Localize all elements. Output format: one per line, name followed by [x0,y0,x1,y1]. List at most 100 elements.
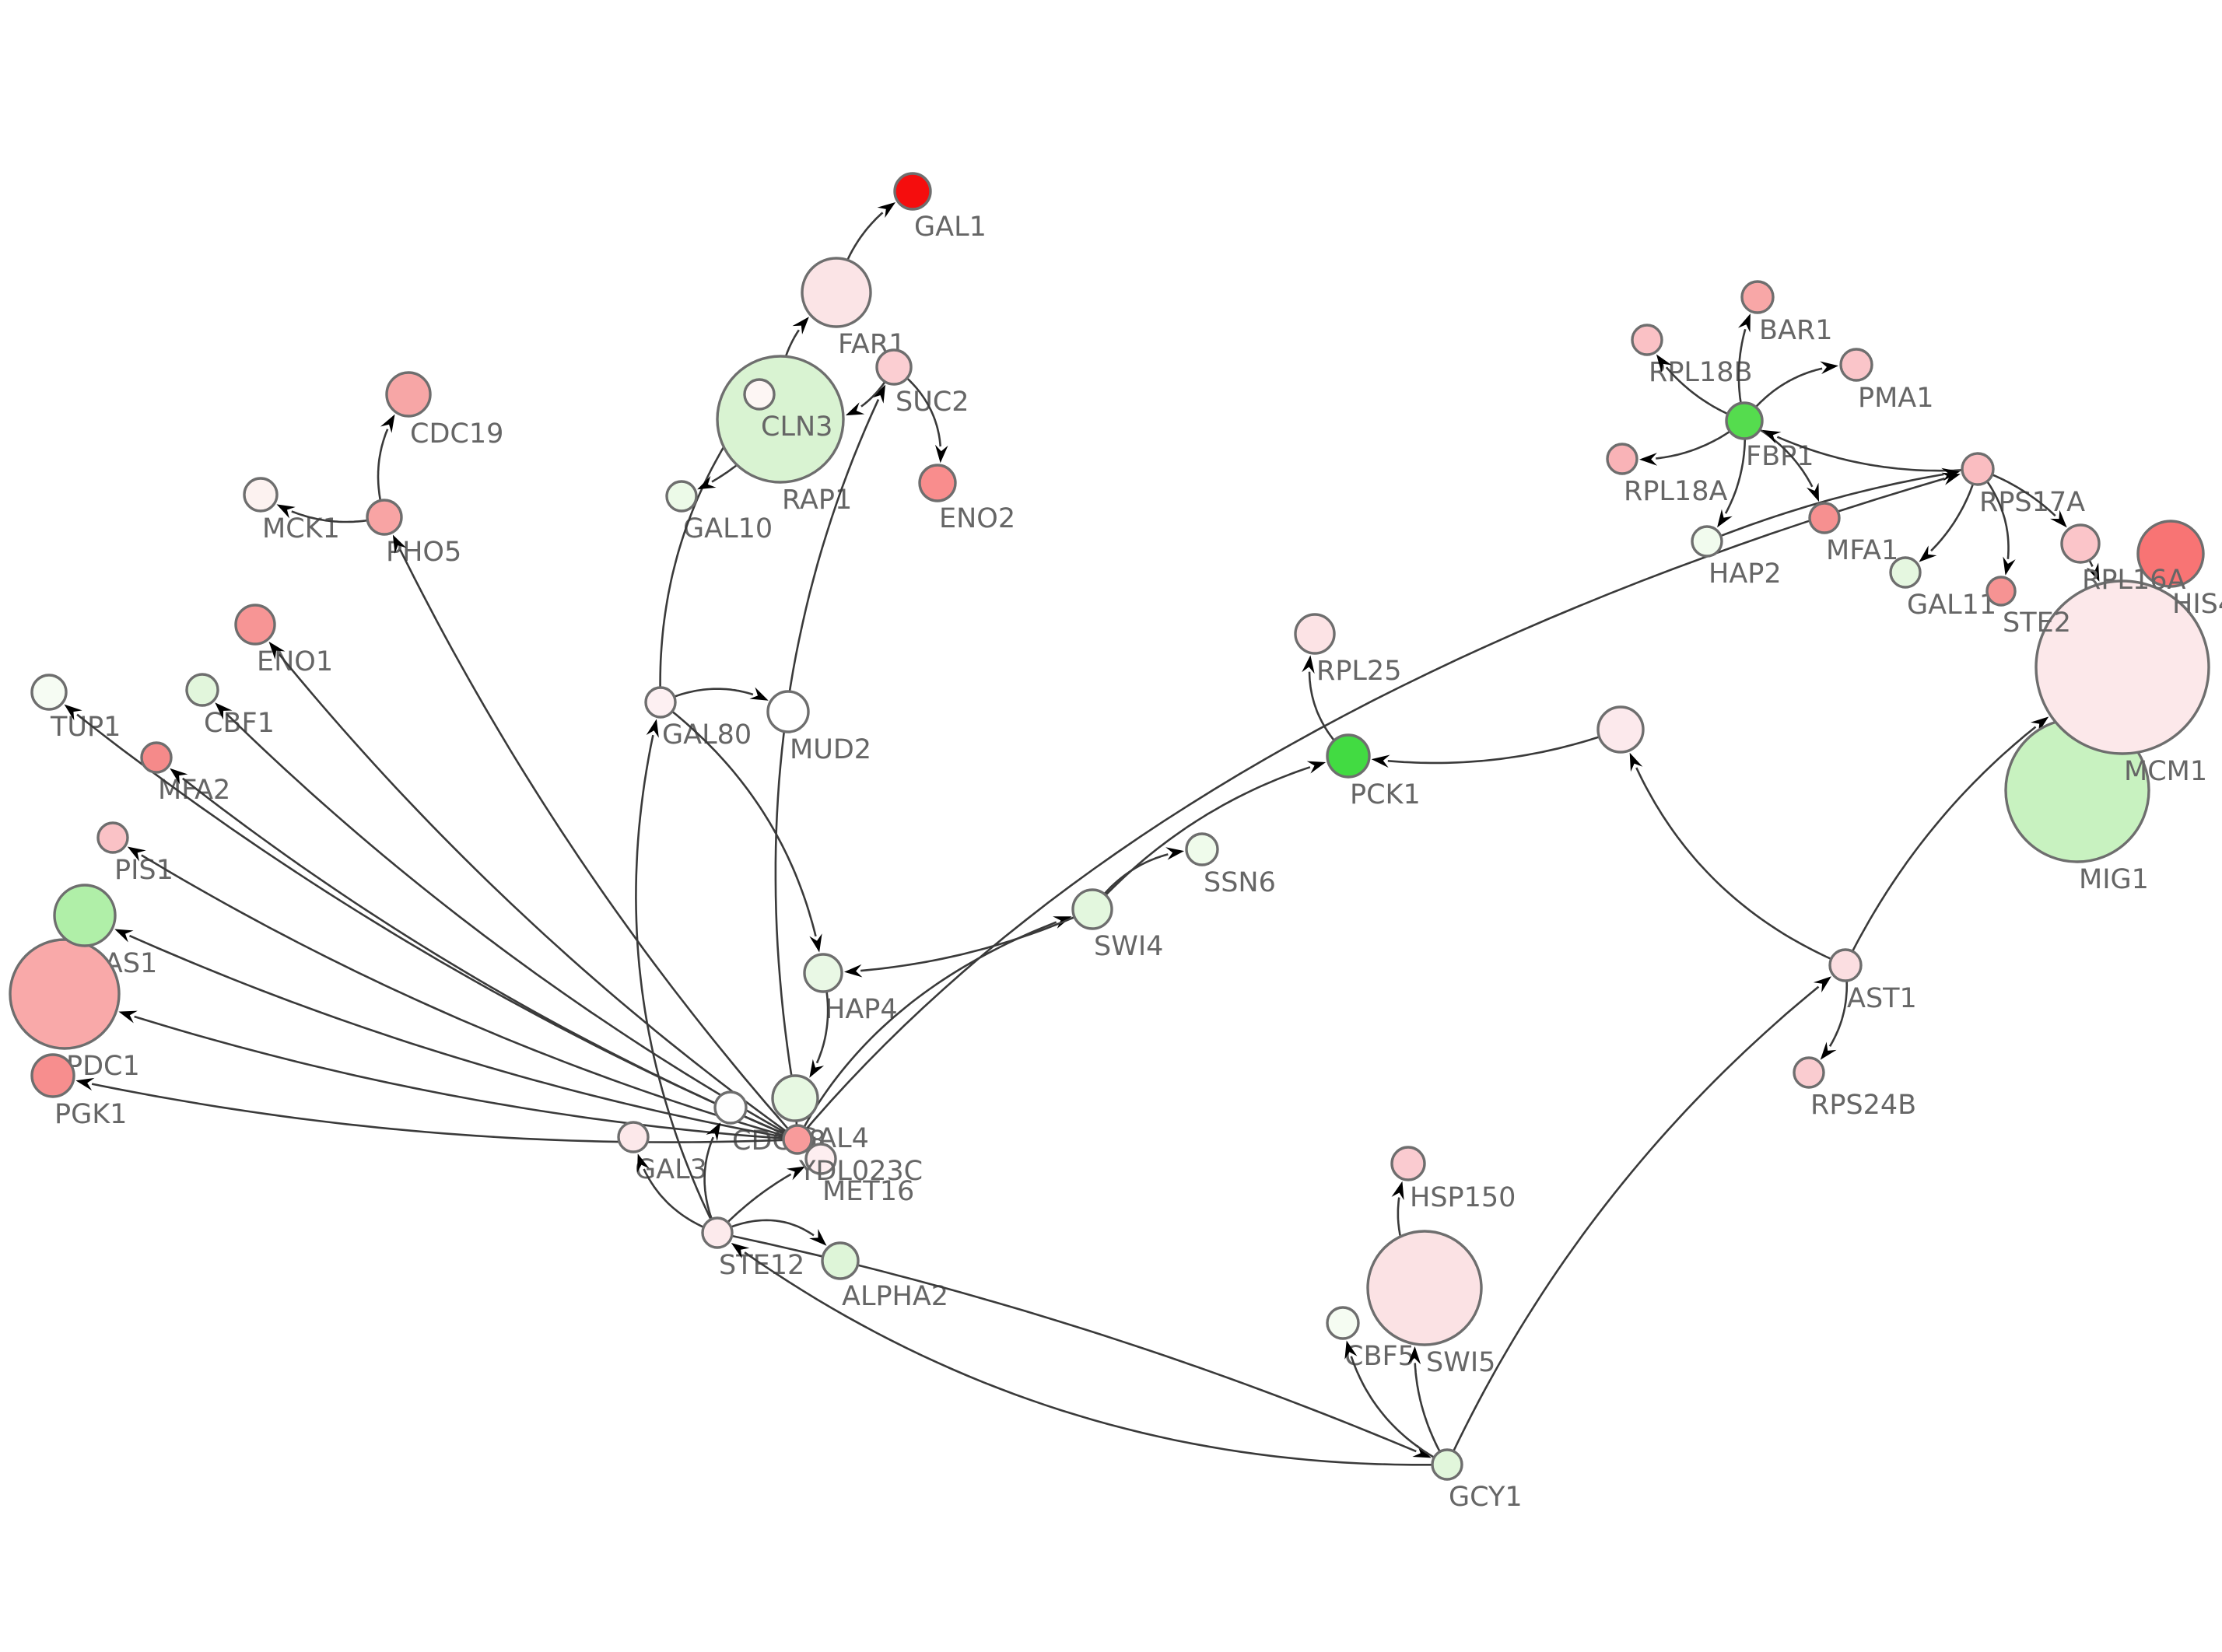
node-SSN6[interactable] [1185,832,1219,866]
layer-labels-top: CLN3YDL023CRPL16AHIS4STE2MCM1 [761,411,2222,1187]
node-CDC19[interactable] [385,371,432,418]
edge-GAL80-MUD2[interactable] [660,688,754,704]
label-PIS1: PIS1 [114,855,173,886]
node-MET16[interactable] [804,1143,837,1175]
node-SWI5[interactable] [1366,1230,1483,1346]
arrowhead-AST1-RPS24B [1820,1041,1837,1060]
node-ENO1[interactable] [234,604,276,646]
node-RPL18A[interactable] [1606,443,1638,475]
label-RPS17A: RPS17A [1979,487,2085,518]
node-PMA1[interactable] [1839,348,1873,382]
edge-AST1-NONAME[interactable] [1635,767,1846,967]
node-YDL023C[interactable] [782,1124,813,1155]
edge-RPS17A-FBP1[interactable] [1776,436,1978,472]
edge-YDL023C-CBF1[interactable] [226,713,798,1141]
node-CDC28[interactable] [713,1090,748,1125]
node-CBF5[interactable] [1326,1306,1360,1340]
label-MCK1: MCK1 [262,513,340,544]
node-MCM1[interactable] [2034,579,2210,755]
edge-YDL023C-SWI4[interactable] [796,921,1057,1140]
edge-AST1-MCM1[interactable] [1844,726,2037,966]
node-HIS4[interactable] [2136,520,2205,588]
edge-GAL4-SUC2[interactable] [774,399,880,1099]
node-GAL1[interactable] [893,172,932,211]
node-CLN3[interactable] [743,378,776,411]
node-PHO5[interactable] [366,499,403,536]
node-SUC2[interactable] [875,348,913,386]
node-GCY1[interactable] [1431,1448,1463,1481]
node-GAL10[interactable] [665,480,698,513]
node-SWI4[interactable] [1071,888,1113,930]
label-MIG1: MIG1 [2079,864,2149,895]
edge-SWI4-PCK1[interactable] [1092,766,1311,910]
node-MFA2[interactable] [140,741,173,774]
edge-GCY1-AST1[interactable] [1446,985,1820,1465]
node-HSP150[interactable] [1390,1146,1426,1181]
edge-YDL023C-MFA2[interactable] [182,777,798,1141]
node-HAP4[interactable] [803,953,843,993]
edge-RPS17A-STE2[interactable] [1977,468,2010,559]
node-FAR1[interactable] [801,257,872,328]
edge-GCY1-CBF5[interactable] [1350,1356,1448,1466]
edge-GAL80-CLN3[interactable] [659,421,741,703]
edge-YDL023C-RPS17A[interactable] [797,478,1945,1140]
node-RPL25[interactable] [1294,613,1336,655]
node-MFA1[interactable] [1808,502,1841,534]
node-GAL3[interactable] [617,1121,650,1153]
node-ALPHA2[interactable] [821,1241,860,1280]
arrowhead-RPS17A-GAL11 [1919,545,1937,562]
edge-YDL023C-PHO5[interactable] [399,548,798,1140]
edge-STE12-GAL80[interactable] [635,734,719,1234]
arrowhead-GAL4-SUC2 [871,384,886,404]
label-HAP2: HAP2 [1709,558,1782,590]
label-CDC19: CDC19 [410,418,503,450]
node-AST1[interactable] [1828,948,1863,982]
node-GAL4[interactable] [771,1074,819,1122]
node-STE2[interactable] [1985,576,2017,607]
node-PDC1[interactable] [9,938,121,1050]
node-RPS17A[interactable] [1961,452,1995,486]
arrowhead-RPL16A-MCM1 [2086,562,2100,582]
label-AST1: AST1 [1847,983,1917,1014]
node-HAP2[interactable] [1691,525,1723,558]
edge-SWI4-HAP4[interactable] [860,908,1093,972]
node-PCK1[interactable] [1326,733,1371,779]
node-ENO2[interactable] [918,464,957,502]
node-FBP1[interactable] [1725,401,1764,440]
node-NONAME[interactable] [1596,705,1645,754]
node-RPS24B[interactable] [1793,1056,1825,1089]
edge-STE12-GAL3[interactable] [643,1168,718,1234]
arrowhead-STE12-GAL80 [646,719,659,738]
node-BAR1[interactable] [1740,280,1775,314]
edge-YDL023C-PIS1[interactable] [141,854,798,1141]
edge-YDL023C-ENO1[interactable] [278,653,798,1141]
node-PGK1[interactable] [30,1053,75,1098]
node-MCK1[interactable] [243,477,279,513]
edge-HAP2-RPS17A[interactable] [1706,473,1944,543]
node-STE12[interactable] [701,1216,734,1249]
arrowhead-YDL023C-PHO5 [392,534,407,554]
arrowhead-GCY1-AST1 [1813,976,1831,993]
arrowhead-YDL023C-ENO1 [268,641,286,660]
node-GAL80[interactable] [644,686,677,719]
node-GAL11[interactable] [1889,556,1922,589]
node-RAS1[interactable] [53,884,117,947]
edge-YDL023C-RAS1[interactable] [128,934,798,1141]
edge-STE12-CDC28[interactable] [703,1136,719,1234]
node-RPL18B[interactable] [1631,324,1663,356]
edge-STE12-ALPHA2[interactable] [717,1219,815,1237]
arrowhead-FAR1-GAL1 [877,201,896,219]
arrowhead-SUC2-RAP1 [845,402,865,416]
node-MUD2[interactable] [766,690,810,733]
node-PIS1[interactable] [96,821,129,854]
node-RPL16A[interactable] [2060,523,2101,564]
edge-GCY1-SWI5[interactable] [1414,1363,1449,1465]
edge-GAL80-HAP4[interactable] [660,701,817,937]
label-STE12: STE12 [719,1250,804,1281]
label-RPS24B: RPS24B [1810,1090,1916,1121]
edge-NONAME-PCK1[interactable] [1387,728,1621,765]
edge-GCY1-STE12[interactable] [744,1251,1448,1466]
edge-YDL023C-PDC1[interactable] [134,1015,798,1141]
node-TUP1[interactable] [30,674,68,711]
node-CBF1[interactable] [185,673,219,707]
